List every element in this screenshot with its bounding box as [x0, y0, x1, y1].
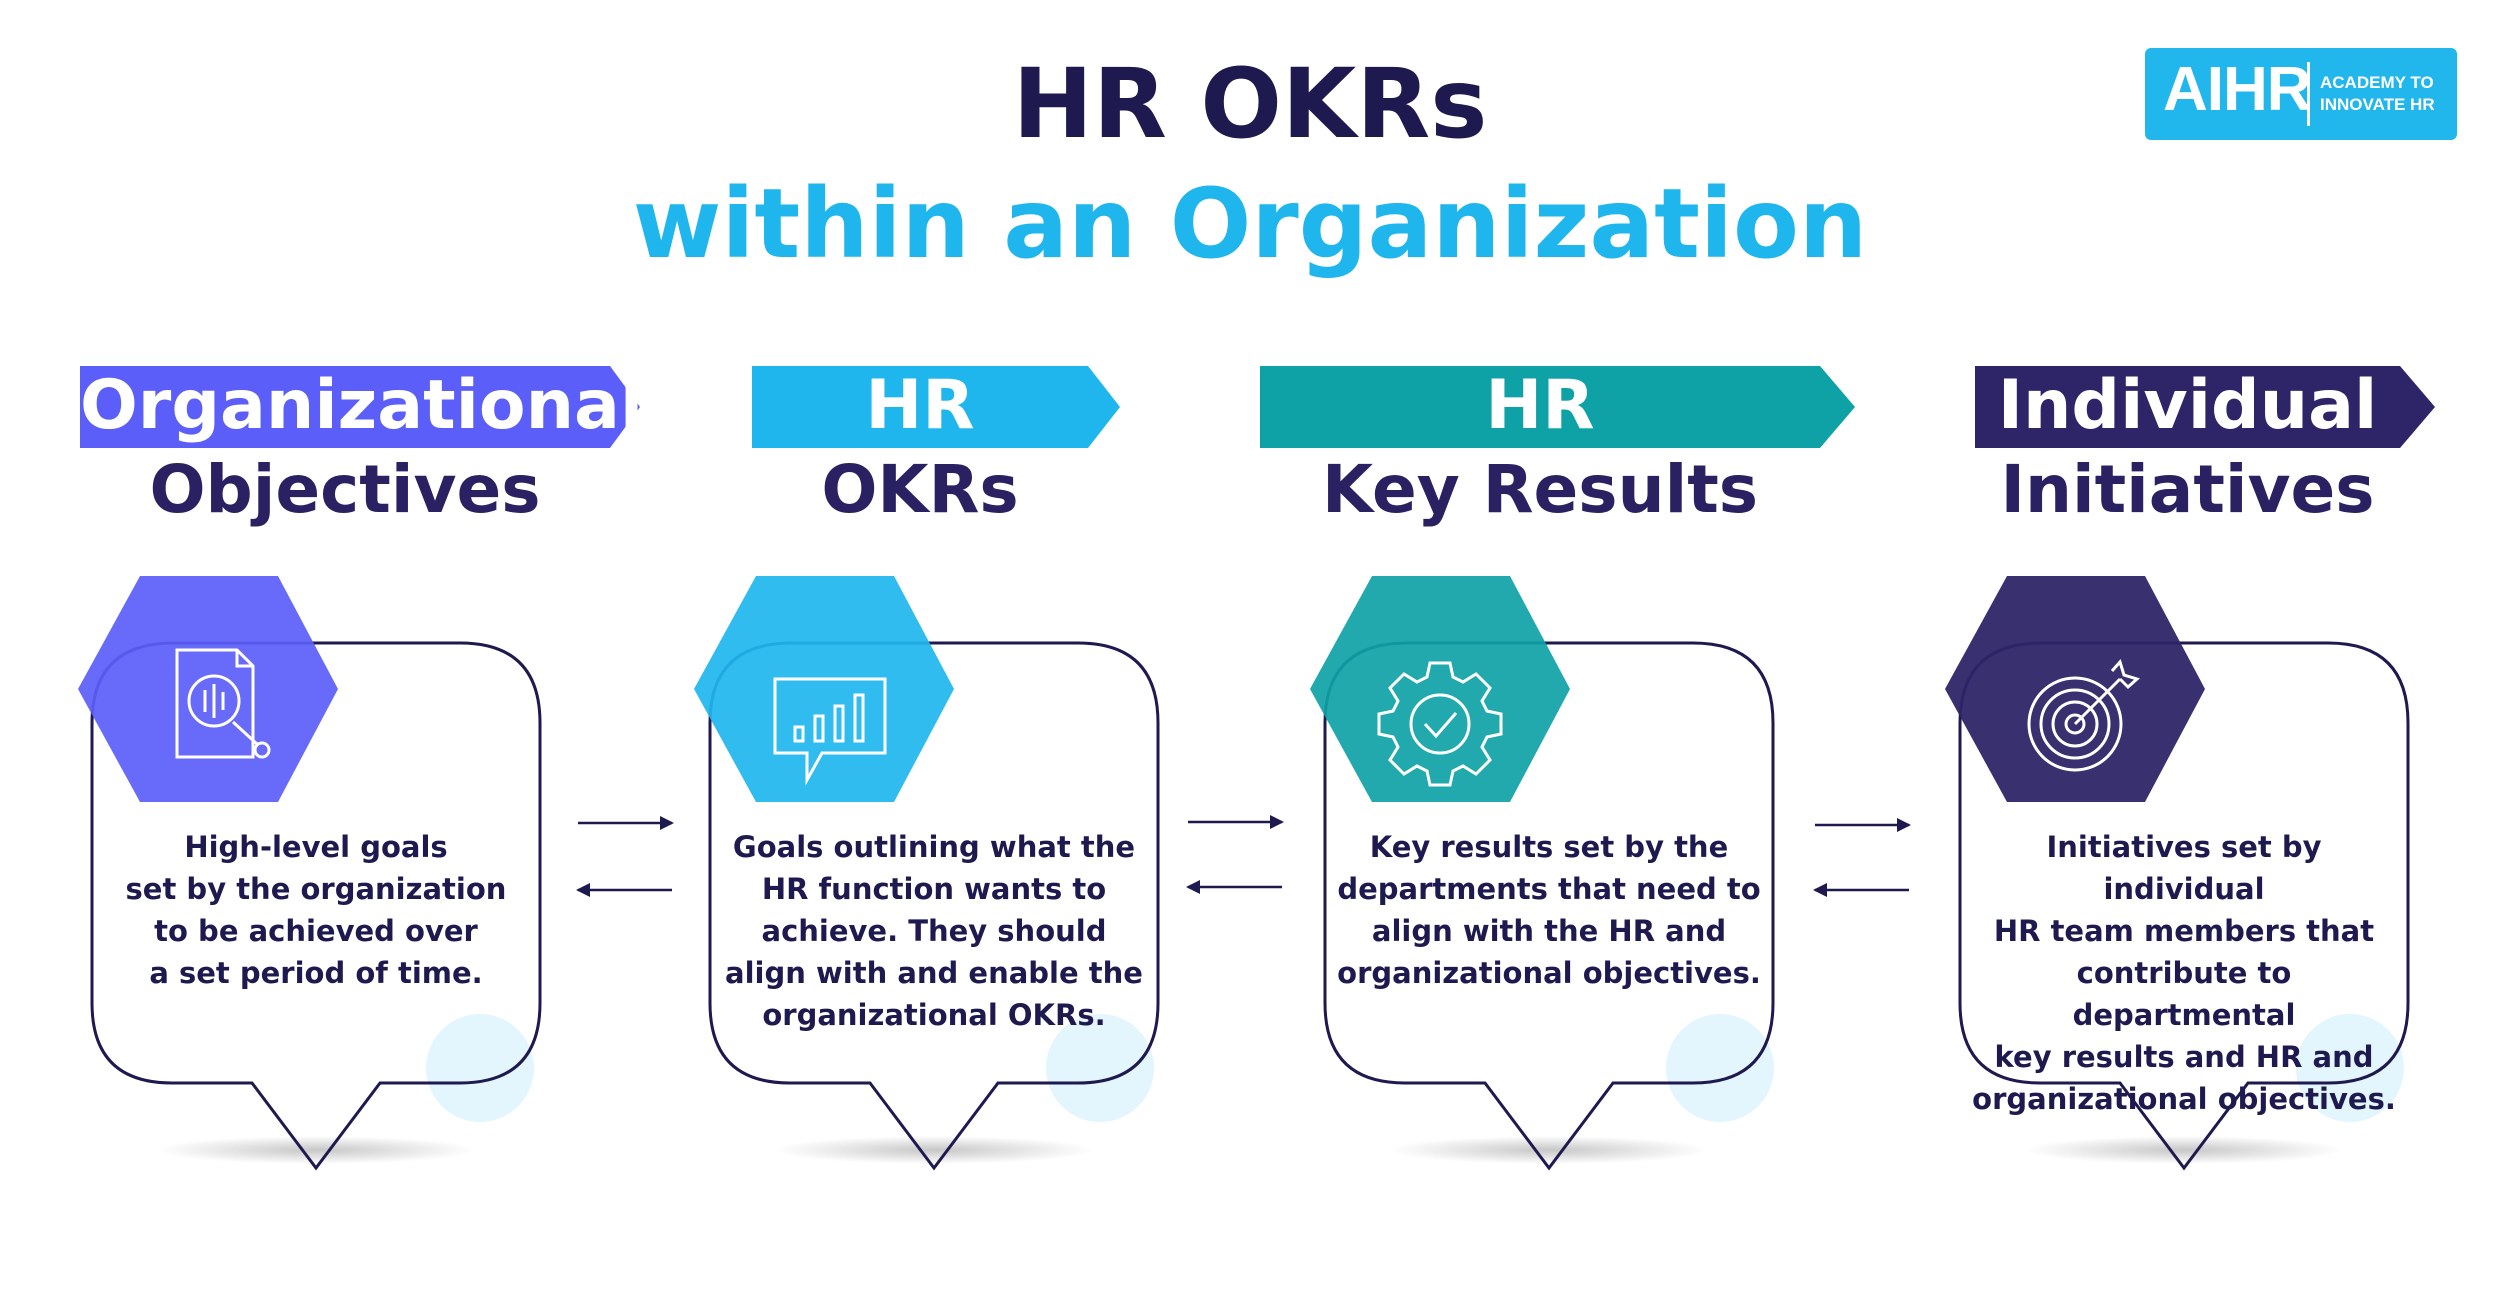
banner-hr-department [1260, 366, 1855, 448]
description-line: align with the HR and [1371, 914, 1727, 948]
step-4-description: Initiatives set by individual HR team me… [1964, 826, 2404, 1120]
description-line: organizational objectives. [1972, 1082, 2396, 1116]
description-line: achieve. They should [761, 914, 1107, 948]
description-line: Initiatives set by individual [2046, 830, 2322, 906]
hexagon-badge [1310, 576, 1570, 802]
step-card-2 [694, 576, 1160, 1171]
step-3-banner-label: HR department [1313, 366, 1767, 529]
step-card-3 [1310, 576, 1775, 1171]
step-2-banner-label: HR [865, 366, 975, 445]
document-magnifier-icon [175, 648, 271, 759]
logo-tagline-line1: ACADEMY TO [2320, 73, 2434, 92]
gear-check-icon [1377, 661, 1503, 787]
step-3-subtitle: Key Results [1321, 451, 1759, 528]
bidirectional-arrows-icon [1186, 815, 1284, 894]
description-line: Key results set by the [1369, 830, 1729, 864]
step-2-description: Goals outlining what the HR function wan… [714, 826, 1154, 1036]
step-1-banner-label: Organizational [80, 366, 644, 445]
description-line: organizational objectives. [1337, 956, 1761, 990]
description-line: align with and enable the [725, 956, 1143, 990]
page-subtitle: within an Organization [632, 168, 1868, 280]
logo-tagline-line2: INNOVATE HR [2320, 95, 2435, 114]
banner-individual [1975, 366, 2435, 448]
step-card-1 [78, 576, 542, 1171]
bidirectional-arrows-icon [1813, 818, 1911, 897]
step-2-subtitle: OKRs [821, 451, 1019, 528]
step-4-banner-label: Individual [1997, 366, 2378, 445]
page-title: HR OKRs [1012, 48, 1488, 160]
description-line: set by the organization [125, 872, 507, 906]
target-arrow-icon [2027, 659, 2140, 772]
step-1-description: High-level goals set by the organization… [96, 826, 536, 994]
banner-hr [752, 366, 1120, 448]
logo-divider [2307, 62, 2310, 126]
description-line: contribute to departmental [2072, 956, 2296, 1032]
logo-mark: AIHR [2163, 55, 2312, 124]
description-line: organizational OKRs. [762, 998, 1106, 1032]
step-4-subtitle: Initiatives [2000, 451, 2375, 528]
description-line: key results and HR and [1994, 1040, 2374, 1074]
description-line: HR function wants to [761, 872, 1107, 906]
step-3-description: Key results set by the departments that … [1329, 826, 1769, 994]
description-line: a set period of time. [149, 956, 483, 990]
logo-tagline: ACADEMY TO INNOVATE HR [2320, 72, 2435, 116]
bar-chart-speech-bubble-icon [773, 677, 887, 786]
step-card-4 [1945, 576, 2410, 1171]
banner-organizational [80, 366, 640, 448]
description-line: HR team members that [1993, 914, 2375, 948]
step-1-subtitle: Objectives [149, 451, 541, 528]
description-line: Goals outlining what the [732, 830, 1136, 864]
aihr-logo: AIHR ACADEMY TO INNOVATE HR [2145, 48, 2457, 140]
hexagon-badge [78, 576, 338, 802]
description-line: to be achieved over [154, 914, 478, 948]
hexagon-badge [694, 576, 954, 802]
bidirectional-arrows-icon [576, 816, 674, 897]
description-line: departments that need to [1337, 872, 1761, 906]
description-line: High-level goals [184, 830, 448, 864]
